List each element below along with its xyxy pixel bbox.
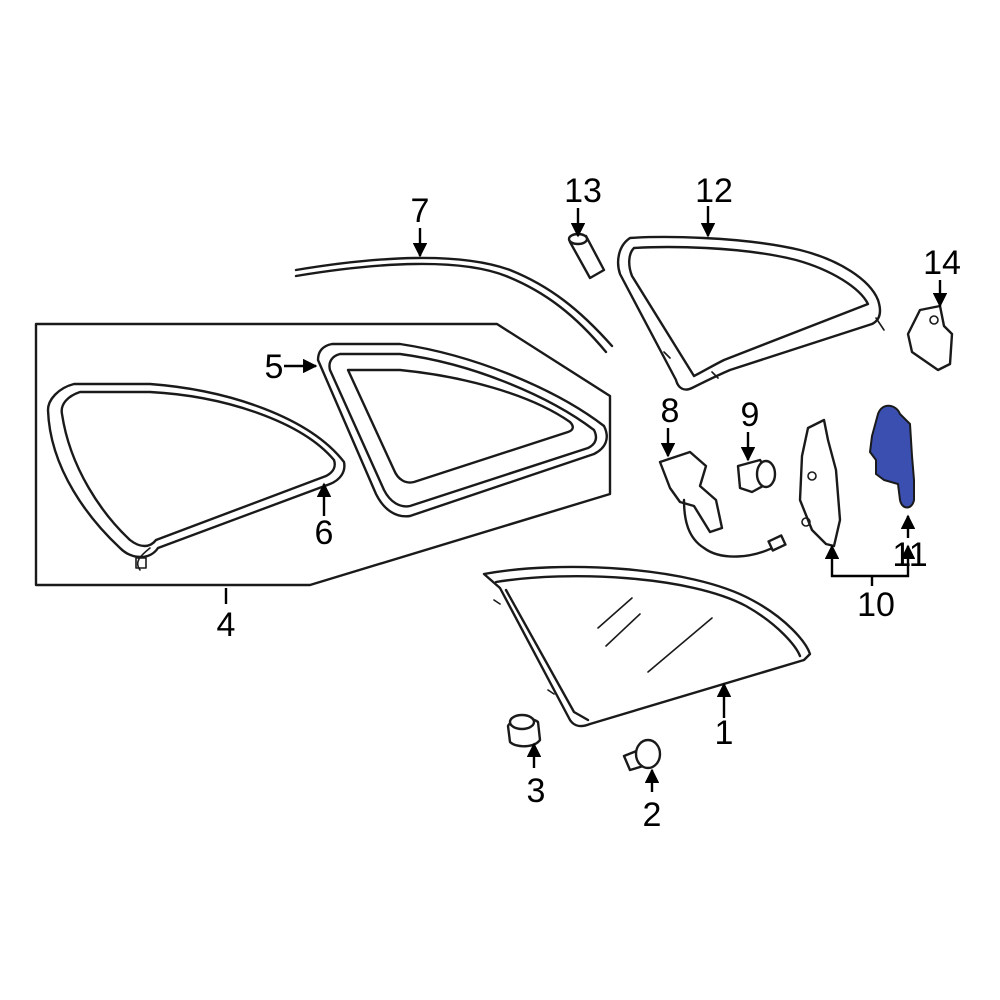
window-frame-part[interactable] (616, 235, 885, 391)
callout-11: 11 (892, 536, 927, 574)
callout-7: 7 (411, 192, 430, 230)
callout-13: 13 (564, 172, 602, 210)
callout-1: 1 (715, 714, 734, 752)
callout-2: 2 (643, 796, 662, 834)
callout-3: 3 (527, 772, 546, 810)
seal-kit-box[interactable] (34, 322, 612, 587)
callout-14: 14 (923, 244, 961, 282)
stud-part[interactable] (622, 738, 662, 772)
bushing-part[interactable] (567, 232, 606, 280)
belt-weatherstrip-part[interactable] (294, 256, 614, 354)
quarter-glass-part[interactable] (482, 565, 812, 728)
window-motor-part[interactable] (658, 450, 787, 558)
callout-6: 6 (315, 514, 334, 552)
regulator-plate-part[interactable] (798, 418, 842, 548)
cap-part[interactable] (736, 458, 777, 494)
callout-12: 12 (695, 172, 733, 210)
outer-seal-part[interactable] (316, 342, 608, 518)
callout-5: 5 (265, 348, 284, 386)
grommet-part[interactable] (506, 713, 542, 748)
leader-lines (224, 206, 948, 792)
callout-4: 4 (217, 606, 236, 644)
callout-8: 8 (661, 392, 680, 430)
callout-10: 10 (857, 586, 895, 624)
inner-seal-part[interactable] (46, 382, 346, 571)
regulator-bracket-part[interactable] (869, 404, 915, 509)
mount-bracket-part[interactable] (906, 304, 954, 372)
callout-labels: 7 13 12 14 5 6 4 8 9 11 10 1 3 2 (217, 172, 961, 834)
callout-9: 9 (741, 396, 760, 434)
